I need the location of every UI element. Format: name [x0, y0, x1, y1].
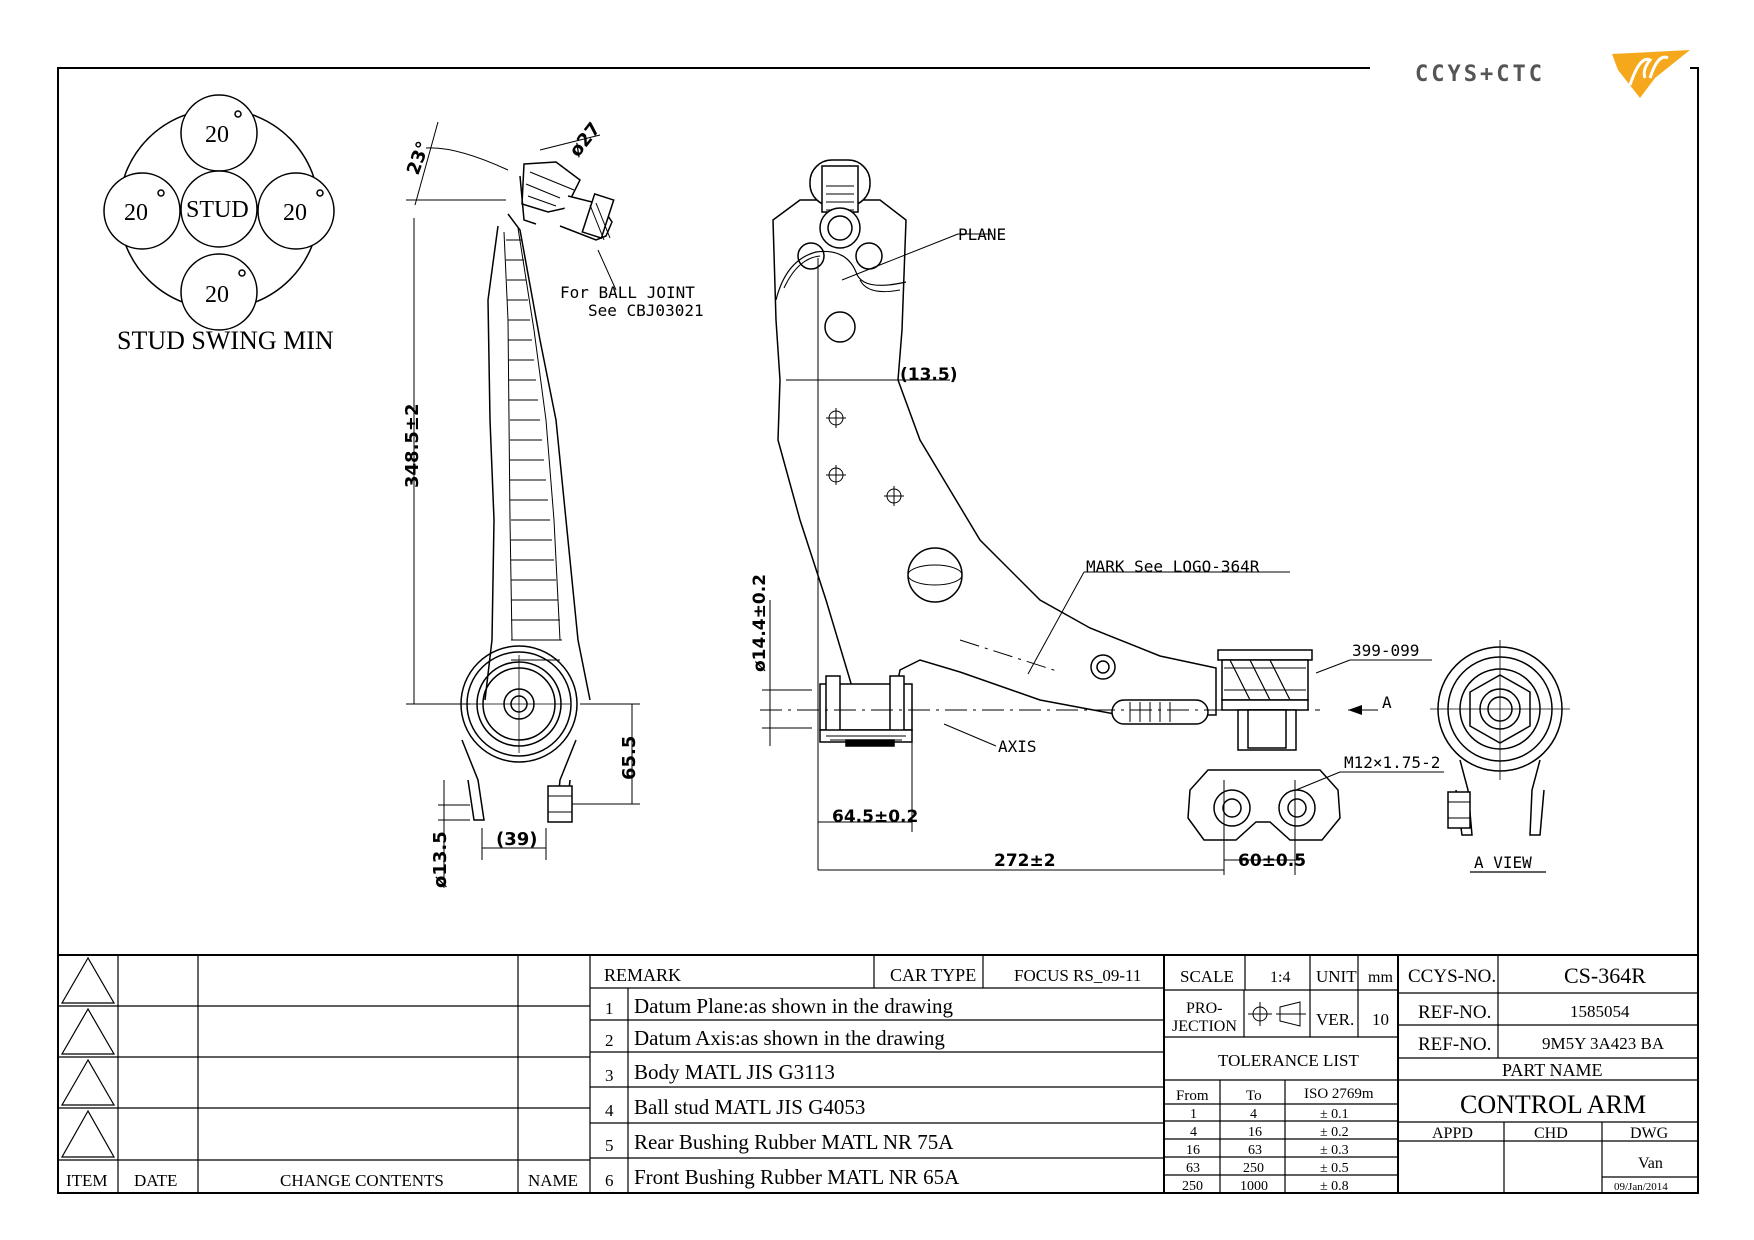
ball-joint-note-1: For BALL JOINT	[560, 283, 695, 302]
logo-text: CCYS+CTC	[1415, 62, 1545, 87]
thread-label: M12×1.75-2	[1344, 753, 1440, 772]
remark-no-4: 4	[605, 1101, 614, 1120]
remark-text-2: Datum Axis:as shown in the drawing	[634, 1026, 945, 1050]
ref-no-label-2: REF-NO.	[1418, 1034, 1491, 1055]
chd-label: CHD	[1534, 1125, 1568, 1142]
drawn-by-value: Van	[1638, 1155, 1663, 1172]
drawing-frame	[57, 67, 1699, 1194]
swing-right-value: 20	[283, 200, 307, 226]
remark-text-5: Rear Bushing Rubber MATL NR 75A	[634, 1130, 954, 1154]
total-height-dim: 348.5±2	[402, 403, 423, 488]
scale-value: 1:4	[1270, 969, 1290, 986]
bracket-width-dim: (39)	[496, 829, 538, 850]
car-type-value: FOCUS RS_09-11	[1014, 966, 1141, 985]
title-block: ITEM DATE CHANGE CONTENTS NAME REMARK CA…	[58, 954, 1698, 1194]
tol-to-3: 63	[1248, 1143, 1262, 1158]
scale-label: SCALE	[1180, 967, 1234, 986]
unit-value: mm	[1368, 969, 1393, 986]
unit-label: UNIT	[1316, 967, 1357, 986]
remark-no-6: 6	[605, 1171, 614, 1190]
tol-from-2: 4	[1190, 1125, 1197, 1140]
ref-no-value-1: 1585054	[1570, 1002, 1630, 1021]
front-width-dim: 64.5±0.2	[832, 807, 918, 827]
tol-value-3: ± 0.3	[1320, 1143, 1349, 1158]
company-logo: CCYS+CTC	[1415, 50, 1690, 98]
rev-change-header: CHANGE CONTENTS	[280, 1171, 444, 1190]
bolt-spacing-dim: 60±0.5	[1238, 851, 1306, 871]
tol-from-5: 250	[1182, 1179, 1203, 1194]
mark-note: MARK See LOGO-364R	[1086, 557, 1260, 576]
remark-text-6: Front Bushing Rubber MATL NR 65A	[634, 1165, 960, 1189]
side-view: 23° ø27 For BALL JOINT See CBJ03021 348.…	[402, 119, 704, 888]
tol-from-1: 1	[1190, 1107, 1197, 1122]
tolerance-std-header: ISO 2769m	[1304, 1086, 1374, 1102]
bushing-part-label: 399-099	[1352, 641, 1419, 660]
bolt-diameter-dim: ø13.5	[430, 831, 451, 888]
ball-diameter-dim: ø27	[565, 119, 605, 161]
tolerance-to-header: To	[1246, 1088, 1262, 1104]
tol-to-1: 4	[1250, 1107, 1257, 1122]
part-name-label: PART NAME	[1502, 1060, 1602, 1080]
drawing-date-value: 09/Jan/2014	[1614, 1181, 1668, 1193]
side-angle-dim: 23°	[403, 139, 434, 178]
offset-dim: (13.5)	[900, 365, 957, 385]
ref-no-value-2: 9M5Y 3A423 BA	[1542, 1034, 1665, 1053]
stud-swing-diagram: 20 20 20 20 STUD STUD SWING MIN	[103, 94, 335, 355]
tol-to-2: 16	[1248, 1125, 1262, 1140]
rev-date-header: DATE	[134, 1171, 177, 1190]
rev-name-header: NAME	[528, 1171, 578, 1190]
ccys-no-label: CCYS-NO.	[1408, 966, 1496, 987]
a-view-label: A VIEW	[1474, 853, 1532, 872]
remark-no-2: 2	[605, 1031, 614, 1050]
remark-no-3: 3	[605, 1066, 614, 1085]
ver-label: VER.	[1316, 1010, 1354, 1029]
swing-title: STUD SWING MIN	[117, 326, 334, 355]
projection-label-1: PRO-	[1186, 1000, 1222, 1017]
remark-no-1: 1	[605, 999, 614, 1018]
swing-top-value: 20	[205, 122, 229, 148]
ver-value: 10	[1372, 1010, 1389, 1029]
tol-value-5: ± 0.8	[1320, 1179, 1349, 1194]
tol-value-4: ± 0.5	[1320, 1161, 1349, 1176]
tolerance-title: TOLERANCE LIST	[1218, 1051, 1359, 1070]
swing-center-label: STUD	[186, 197, 249, 223]
view-arrow-label: A	[1382, 693, 1392, 712]
projection-symbol-icon	[1248, 1001, 1306, 1027]
eye-height-dim: 65.5	[619, 736, 640, 780]
remark-no-5: 5	[605, 1136, 614, 1155]
arm-length-dim: 272±2	[994, 851, 1056, 871]
dwg-label: DWG	[1630, 1125, 1669, 1142]
axis-label: AXIS	[998, 737, 1037, 756]
a-view: A VIEW	[1430, 640, 1570, 873]
car-type-label: CAR TYPE	[890, 965, 976, 985]
projection-label-2: JECTION	[1172, 1018, 1237, 1035]
remark-text-1: Datum Plane:as shown in the drawing	[634, 994, 954, 1018]
tol-to-5: 1000	[1240, 1179, 1268, 1194]
remark-text-3: Body MATL JIS G3113	[634, 1060, 835, 1084]
rev-item-header: ITEM	[66, 1171, 108, 1190]
tol-from-4: 63	[1186, 1161, 1200, 1176]
tol-to-4: 250	[1243, 1161, 1264, 1176]
tol-value-1: ± 0.1	[1320, 1107, 1349, 1122]
remark-label: REMARK	[604, 965, 681, 985]
ref-no-label-1: REF-NO.	[1418, 1002, 1491, 1023]
top-view: PLANE (13.5) MARK See LOGO-364R 399-099 …	[750, 159, 1444, 875]
remark-text-4: Ball stud MATL JIS G4053	[634, 1095, 865, 1119]
swing-bottom-value: 20	[205, 282, 229, 308]
ball-joint-note-2: See CBJ03021	[588, 301, 704, 320]
appd-label: APPD	[1432, 1125, 1473, 1142]
tol-from-3: 16	[1186, 1143, 1200, 1158]
plane-label: PLANE	[958, 225, 1006, 244]
part-name-value: CONTROL ARM	[1460, 1090, 1646, 1119]
swing-left-value: 20	[124, 200, 148, 226]
bushing-diameter-dim: ø14.4±0.2	[750, 574, 770, 672]
tol-value-2: ± 0.2	[1320, 1125, 1349, 1140]
ccys-no-value: CS-364R	[1564, 963, 1646, 988]
tolerance-from-header: From	[1176, 1088, 1209, 1104]
